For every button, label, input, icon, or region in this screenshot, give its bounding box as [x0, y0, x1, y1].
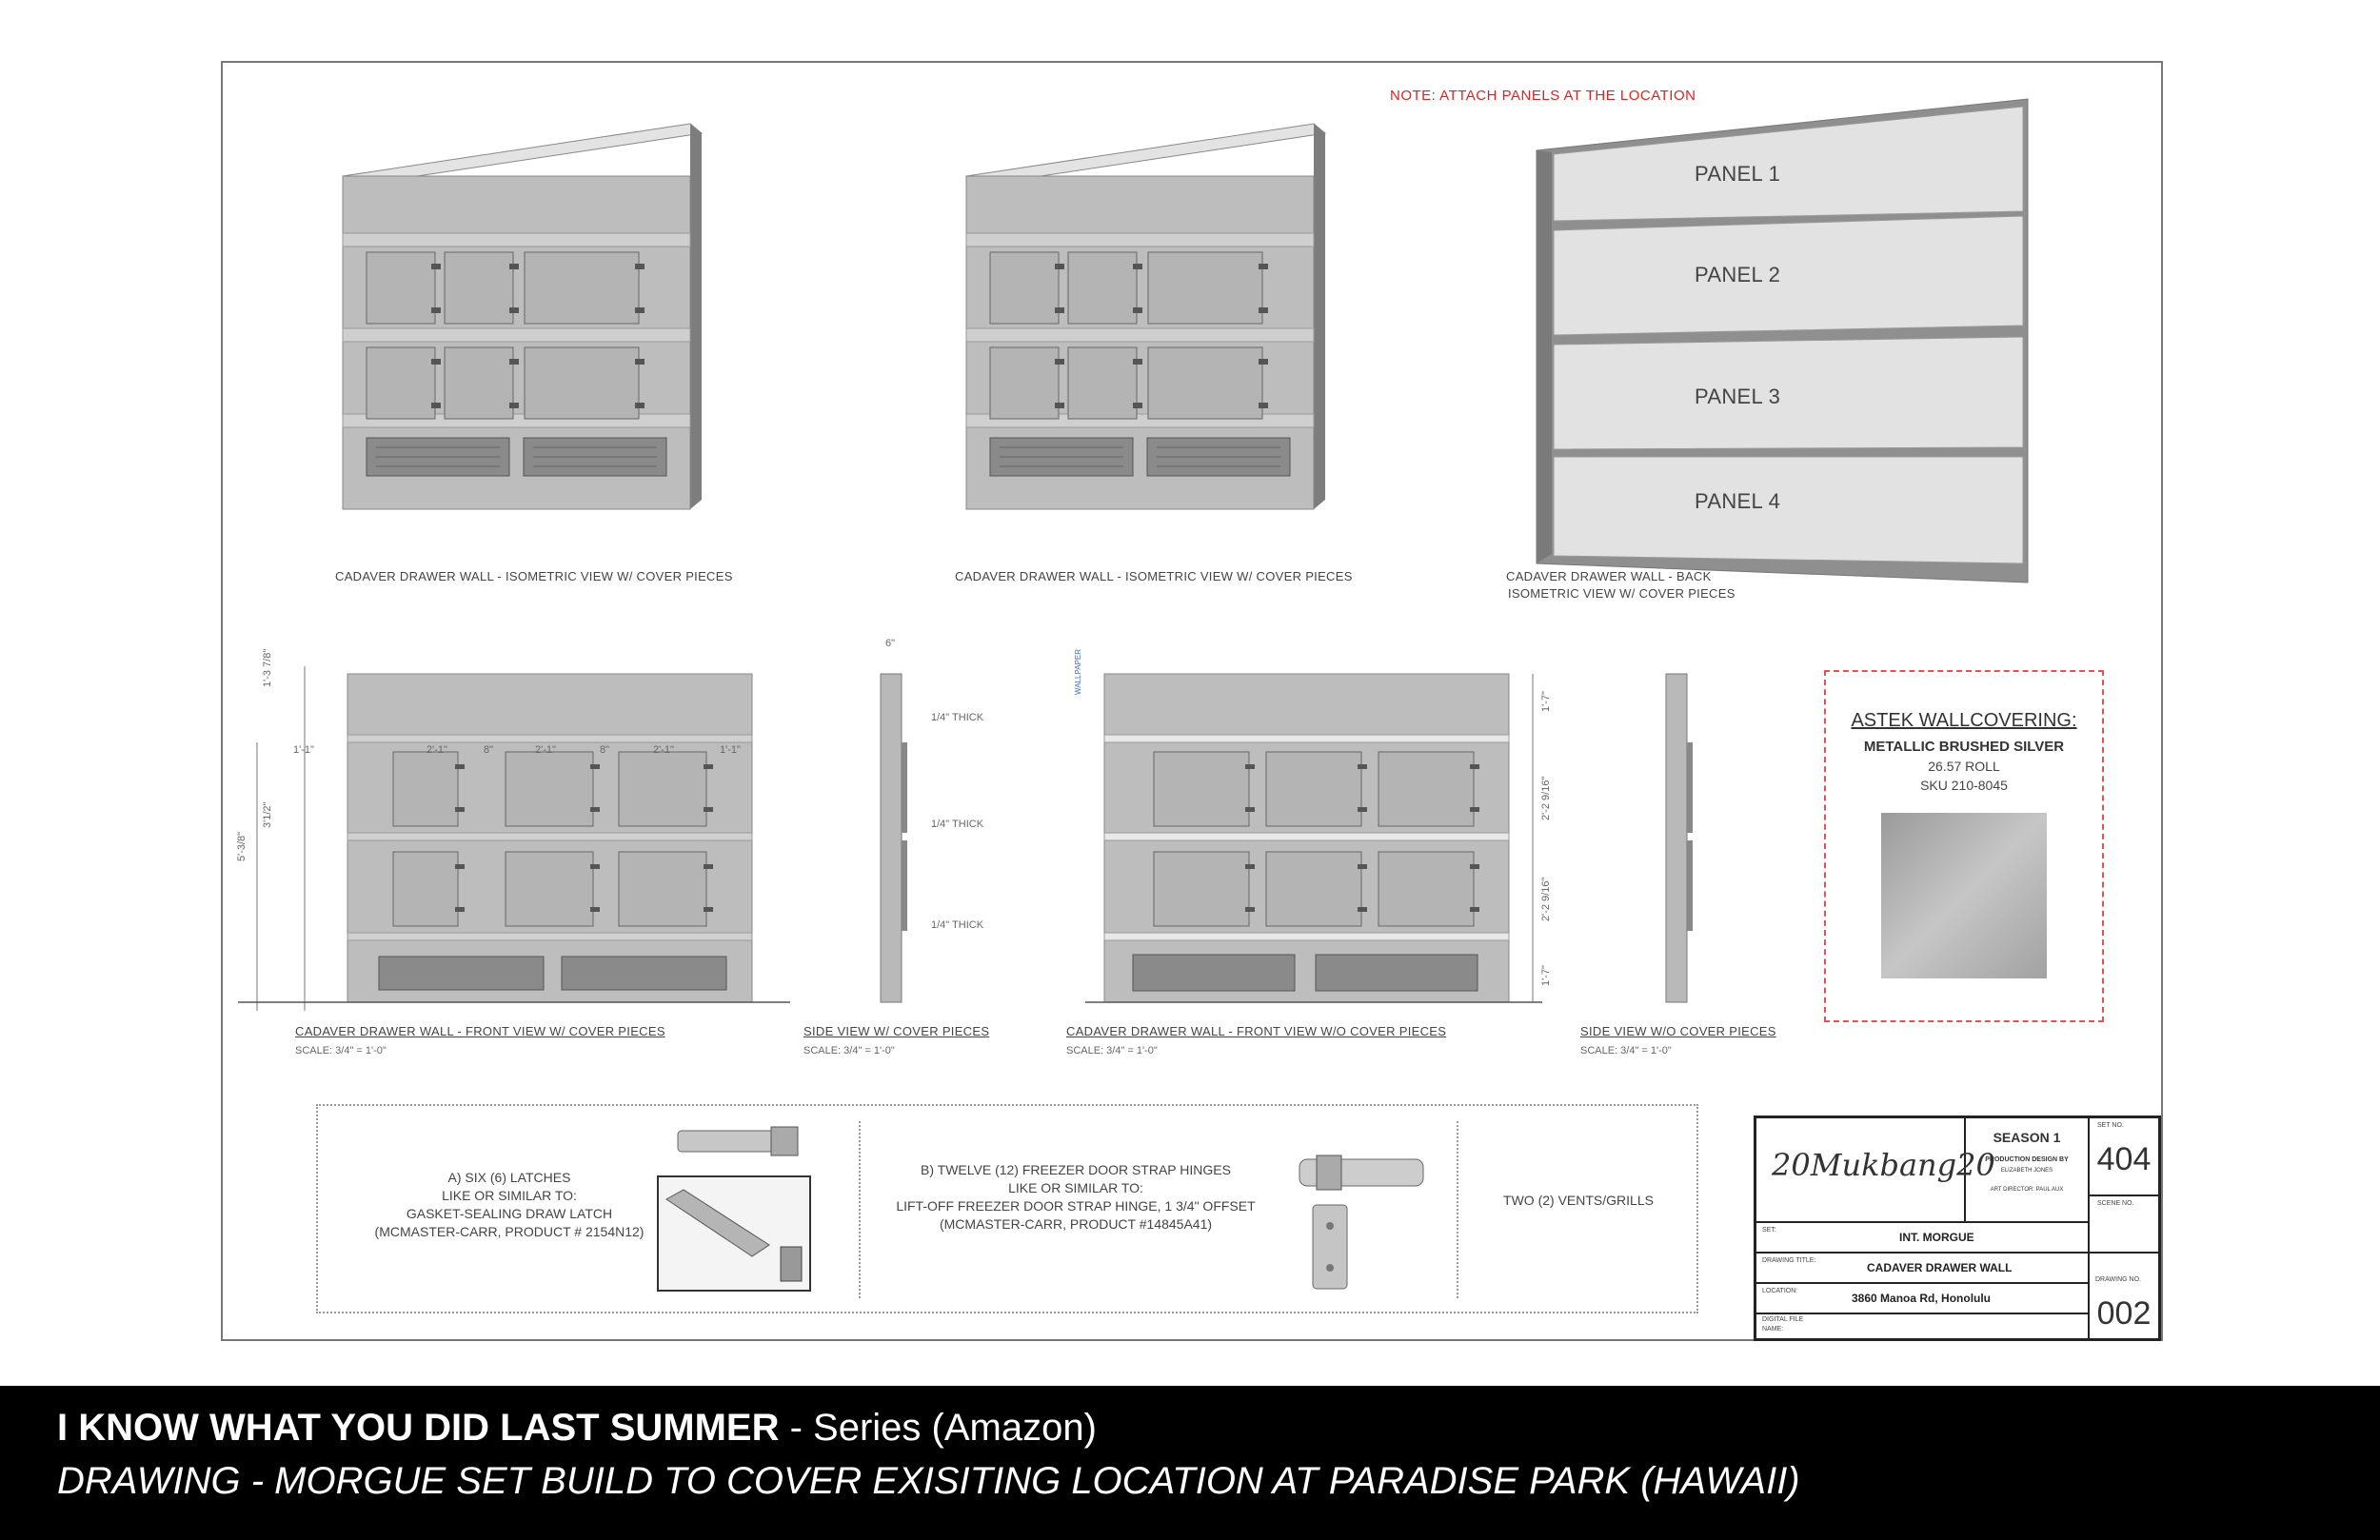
dim-top-2: 2'-1"	[426, 744, 447, 756]
wallcovering-title: ASTEK WALLCOVERING:	[1851, 710, 2077, 731]
title-block: 20Mukbang20 SEASON 1 PRODUCTION DESIGN B…	[1754, 1116, 2161, 1341]
dim-top-7: 1'-1"	[720, 744, 741, 756]
front-with-caption: CADAVER DRAWER WALL - FRONT VIEW W/ COVE…	[295, 1024, 665, 1038]
dim-front-1: 1'-3 7/8"	[262, 648, 273, 687]
dim-top-4: 2'-1"	[535, 744, 556, 756]
dim-wo-3: 2'-2 9/16"	[1540, 877, 1552, 921]
side-view-with-cover	[880, 673, 907, 1003]
hinge-image	[1299, 1155, 1424, 1290]
panel-1-label: PANEL 1	[1695, 162, 1781, 186]
tb-set-label: SET:	[1762, 1227, 1776, 1234]
tb-file-cell: DIGITAL FILE NAME:	[1756, 1314, 2090, 1338]
latch-line-4: (MCMASTER-CARR, PRODUCT # 2154N12)	[374, 1224, 645, 1239]
front-with-scale: SCALE: 3/4" = 1'-0"	[295, 1045, 387, 1056]
latch-image	[657, 1126, 811, 1292]
tb-logo: 20Mukbang20	[1772, 1147, 1995, 1183]
panel-2-label: PANEL 2	[1695, 263, 1781, 286]
footer-title-line: I KNOW WHAT YOU DID LAST SUMMER - Series…	[57, 1407, 1097, 1450]
tb-location-cell: LOCATION: 3860 Manoa Rd, Honolulu	[1756, 1284, 2090, 1314]
iso-caption-2: CADAVER DRAWER WALL - ISOMETRIC VIEW W/ …	[955, 569, 1353, 583]
hardware-divider-2	[1457, 1121, 1458, 1298]
front-view-without-cover	[1085, 673, 1542, 1003]
side-with-caption: SIDE VIEW W/ COVER PIECES	[803, 1024, 990, 1038]
wallcovering-name: METALLIC BRUSHED SILVER	[1863, 739, 2065, 755]
hinge-line-4: (MCMASTER-CARR, PRODUCT #14845A41)	[939, 1216, 1213, 1232]
hinge-line-3: LIFT-OFF FREEZER DOOR STRAP HINGE, 1 3/4…	[896, 1198, 1256, 1214]
dim-wo-4: 1'-7"	[1540, 965, 1552, 986]
tb-title-value: CADAVER DRAWER WALL	[1867, 1261, 2013, 1274]
iso-caption-1: CADAVER DRAWER WALL - ISOMETRIC VIEW W/ …	[335, 569, 733, 583]
dim-overall: 5'-3/8"	[236, 831, 248, 861]
latch-spec: A) SIX (6) LATCHES LIKE OR SIMILAR TO: G…	[352, 1169, 666, 1241]
tb-setno: 404	[2096, 1141, 2152, 1177]
tb-drawingno-label: DRAWING NO.	[2095, 1276, 2141, 1283]
dim-wo-1: 1'-7"	[1540, 691, 1552, 712]
tb-season: SEASON 1	[1993, 1130, 2061, 1145]
footer-subtitle: DRAWING - MORGUE SET BUILD TO COVER EXIS…	[57, 1460, 1800, 1502]
dim-top-1: 1'-1"	[293, 744, 314, 756]
side-without-scale: SCALE: 3/4" = 1'-0"	[1580, 1045, 1672, 1056]
thick-label-3: 1/4" THICK	[931, 919, 984, 931]
vents-spec: TWO (2) VENTS/GRILLS	[1503, 1193, 1654, 1208]
tb-title-label: DRAWING TITLE:	[1762, 1257, 1816, 1264]
latch-line-2: LIKE OR SIMILAR TO:	[442, 1188, 577, 1203]
tb-drawingno: 002	[2096, 1295, 2152, 1332]
dim-sub: 3'1/2"	[262, 801, 273, 828]
side-view-without-cover	[1665, 673, 1693, 1003]
wallcovering-swatch	[1881, 813, 2047, 978]
tb-set-cell: SET: INT. MORGUE	[1756, 1223, 2090, 1254]
tb-file-label-1: DIGITAL FILE	[1762, 1316, 1804, 1323]
tb-season-cell: SEASON 1 PRODUCTION DESIGN BY ELIZABETH …	[1966, 1118, 2090, 1223]
panel-3-label: PANEL 3	[1695, 385, 1781, 408]
iso-caption-3b: ISOMETRIC VIEW W/ COVER PIECES	[1508, 586, 1735, 601]
panel-4-label: PANEL 4	[1695, 489, 1781, 513]
tb-sceneno-label: SCENE NO.	[2097, 1200, 2134, 1207]
side-without-caption: SIDE VIEW W/O COVER PIECES	[1580, 1024, 1776, 1038]
tb-file-label-2: NAME:	[1762, 1326, 1784, 1333]
hinge-line-2: LIKE OR SIMILAR TO:	[1008, 1180, 1143, 1195]
dim-top-3: 8"	[484, 744, 494, 756]
footer-suffix: - Series (Amazon)	[779, 1407, 1097, 1449]
front-view-with-cover	[238, 666, 790, 1011]
footer-banner: I KNOW WHAT YOU DID LAST SUMMER - Series…	[0, 1386, 2380, 1540]
thick-label-2: 1/4" THICK	[931, 819, 984, 830]
tb-location-label: LOCATION:	[1762, 1288, 1798, 1294]
tb-setno-label: SET NO.	[2097, 1122, 2124, 1129]
hinge-line-1: B) TWELVE (12) FREEZER DOOR STRAP HINGES	[921, 1162, 1231, 1177]
dim-top-6: 2'-1"	[653, 744, 674, 756]
note-text: NOTE: ATTACH PANELS AT THE LOCATION	[1390, 88, 1696, 104]
tb-setno-cell: SET NO. 404	[2090, 1118, 2158, 1196]
hinge-spec: B) TWELVE (12) FREEZER DOOR STRAP HINGES…	[876, 1161, 1276, 1234]
tb-ad: ART DIRECTOR: PAUL AUX	[1990, 1187, 2064, 1193]
dim-depth: 6"	[885, 638, 896, 649]
wallcovering-sku: SKU 210-8045	[1920, 778, 2008, 793]
iso-view-2	[964, 123, 1327, 510]
wallcovering-spec: ASTEK WALLCOVERING: METALLIC BRUSHED SIL…	[1824, 670, 2104, 1022]
tb-set-value: INT. MORGUE	[1899, 1231, 1974, 1244]
thick-label-1: 1/4" THICK	[931, 712, 984, 723]
iso-caption-3a: CADAVER DRAWER WALL - BACK	[1506, 569, 1712, 583]
footer-title: I KNOW WHAT YOU DID LAST SUMMER	[57, 1407, 780, 1449]
front-without-scale: SCALE: 3/4" = 1'-0"	[1066, 1045, 1158, 1056]
tb-sceneno-cell: SCENE NO.	[2090, 1196, 2158, 1254]
tb-title-cell: DRAWING TITLE: CADAVER DRAWER WALL	[1756, 1254, 2090, 1284]
front-without-caption: CADAVER DRAWER WALL - FRONT VIEW W/O COV…	[1066, 1024, 1447, 1038]
latch-line-1: A) SIX (6) LATCHES	[447, 1170, 571, 1185]
dim-top-5: 8"	[600, 744, 610, 756]
iso-view-1	[341, 123, 704, 510]
latch-line-3: GASKET-SEALING DRAW LATCH	[406, 1206, 613, 1221]
tb-drawingno-cell: DRAWING NO. 002	[2090, 1254, 2158, 1338]
wallpaper-label: WALLPAPER	[1074, 648, 1082, 695]
tb-pd-name: ELIZABETH JONES	[2000, 1168, 2053, 1174]
tb-logo-cell: 20Mukbang20	[1756, 1118, 1995, 1223]
side-with-scale: SCALE: 3/4" = 1'-0"	[803, 1045, 895, 1056]
tb-pd-label: PRODUCTION DESIGN BY	[1985, 1156, 2069, 1163]
iso-view-3	[1536, 98, 2029, 583]
dim-wo-2: 2'-2 9/16"	[1540, 776, 1552, 820]
hardware-box	[316, 1104, 1698, 1313]
wallcovering-roll: 26.57 ROLL	[1928, 759, 2000, 774]
hardware-divider-1	[859, 1121, 861, 1298]
tb-location-value: 3860 Manoa Rd, Honolulu	[1852, 1292, 1992, 1305]
